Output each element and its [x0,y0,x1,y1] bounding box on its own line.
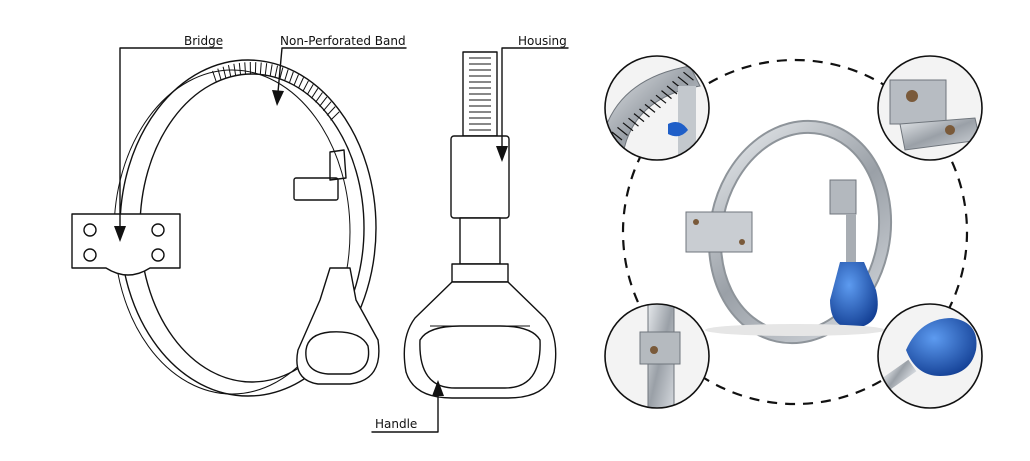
front-handle [403,281,557,399]
dashed-ring [621,58,969,406]
band-slot [617,126,628,136]
band-slot [227,65,232,77]
label-non-perforated-band: Non-Perforated Band [280,34,406,48]
band-slot [311,88,319,99]
band-slot [269,64,273,77]
band-slot [639,108,650,118]
label-handle: Handle [375,417,417,431]
band-slot [222,66,227,79]
band-slot [628,117,639,127]
band-slot [677,76,689,86]
band-slots [212,62,340,121]
detail-bridge-closeup [877,55,983,161]
band-slot [666,85,678,95]
callouts: Bridge Non-Perforated Band Housing Handl… [114,34,569,433]
bridge-plate [71,213,181,276]
label-housing: Housing [518,34,567,48]
clamp-photo [685,119,893,345]
band-slot [319,96,328,107]
band-slot [217,68,222,81]
band-slot [264,63,268,76]
band-slot [274,65,279,78]
band-slot [233,63,237,76]
band-slot [293,74,299,86]
clamp-side-view [71,59,380,397]
band-slot [611,131,623,141]
band-slot [284,69,289,82]
band-slot [661,90,672,100]
band-slot [288,71,294,84]
band-slot [330,111,340,121]
detail-band-closeup [604,55,710,161]
band-slot [683,71,694,81]
band-slot [322,101,332,112]
side-handle [296,267,380,385]
band-housing-sleeve [293,177,339,201]
band-slot [315,92,323,103]
detail-housing-closeup [604,303,710,409]
clamp-front-view [403,51,557,399]
band-slot [655,94,667,104]
blue-handle [830,262,878,329]
band-slot [306,84,314,96]
band-slot [302,80,309,92]
label-bridge: Bridge [184,34,223,48]
band-slot [650,99,661,109]
band-slot [259,62,262,75]
band-slot [644,103,656,113]
band-slot [238,62,242,75]
band-slot [212,70,217,83]
detail-handle-closeup [877,303,983,409]
band-slot [244,62,246,75]
band-slot [633,113,645,123]
band-slot [622,122,634,132]
band-slot [326,106,336,116]
band-slot [279,67,284,80]
product-photo-panel [604,55,983,409]
band-slot [297,77,304,89]
front-stem [459,217,501,265]
